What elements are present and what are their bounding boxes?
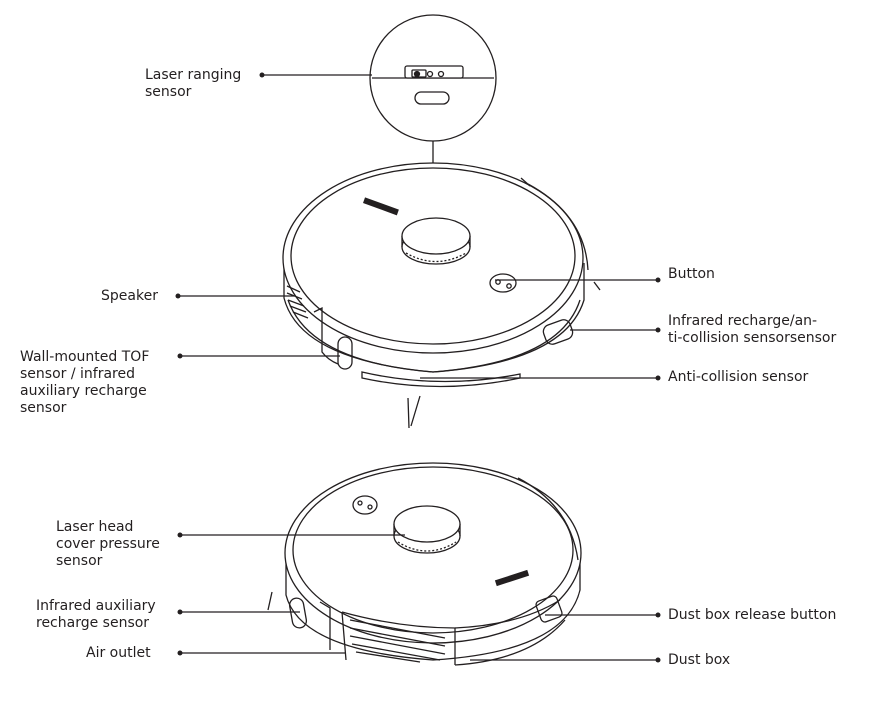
laser-sensor-zoom-circle: [369, 14, 497, 214]
label-line: sensor: [145, 84, 192, 100]
label-line: Anti-collision sensor: [668, 369, 809, 385]
label-line: recharge sensor: [36, 615, 150, 631]
robot-bottom-view: [267, 462, 582, 666]
label-line: Air outlet: [86, 645, 151, 661]
label-anti-collision-sensor: Anti-collision sensor: [668, 369, 808, 386]
label-line: Laser head: [56, 519, 134, 535]
robot-top-view: [282, 162, 601, 429]
leader-dots: [175, 72, 661, 663]
label-infrared-auxiliary-sensor: Infrared auxiliary recharge sensor: [36, 598, 156, 632]
label-air-outlet: Air outlet: [86, 645, 151, 662]
label-dust-box: Dust box: [668, 652, 730, 669]
label-laser-ranging-sensor: Laser ranging sensor: [145, 67, 241, 101]
label-infrared-recharge-sensor: Infrared recharge/an- ti-collision senso…: [668, 313, 836, 347]
label-line: Dust box release button: [668, 607, 837, 623]
label-line: sensor: [56, 553, 103, 569]
label-line: Laser ranging: [145, 67, 242, 83]
label-line: cover pressure: [56, 536, 160, 552]
label-dust-box-release-button: Dust box release button: [668, 607, 836, 624]
label-line: sensor / infrared: [20, 366, 135, 382]
label-line: Button: [668, 266, 715, 282]
label-line: ti-collision sensorsensor: [668, 330, 837, 346]
label-line: Infrared recharge/an-: [668, 313, 818, 329]
leader-lines: [178, 74, 658, 661]
label-line: Dust box: [668, 652, 731, 668]
air-outlet-vents: [341, 611, 456, 665]
label-laser-head-cover-sensor: Laser head cover pressure sensor: [56, 519, 160, 570]
label-line: Speaker: [101, 288, 158, 304]
label-line: Infrared auxiliary: [36, 598, 156, 614]
label-line: Wall-mounted TOF: [20, 349, 150, 365]
label-speaker: Speaker: [101, 288, 158, 305]
label-line: sensor: [20, 400, 67, 416]
speaker-grille: [286, 285, 309, 319]
label-button: Button: [668, 266, 715, 283]
label-line: auxiliary recharge: [20, 383, 147, 399]
label-wall-tof-sensor: Wall-mounted TOF sensor / infrared auxil…: [20, 349, 149, 417]
